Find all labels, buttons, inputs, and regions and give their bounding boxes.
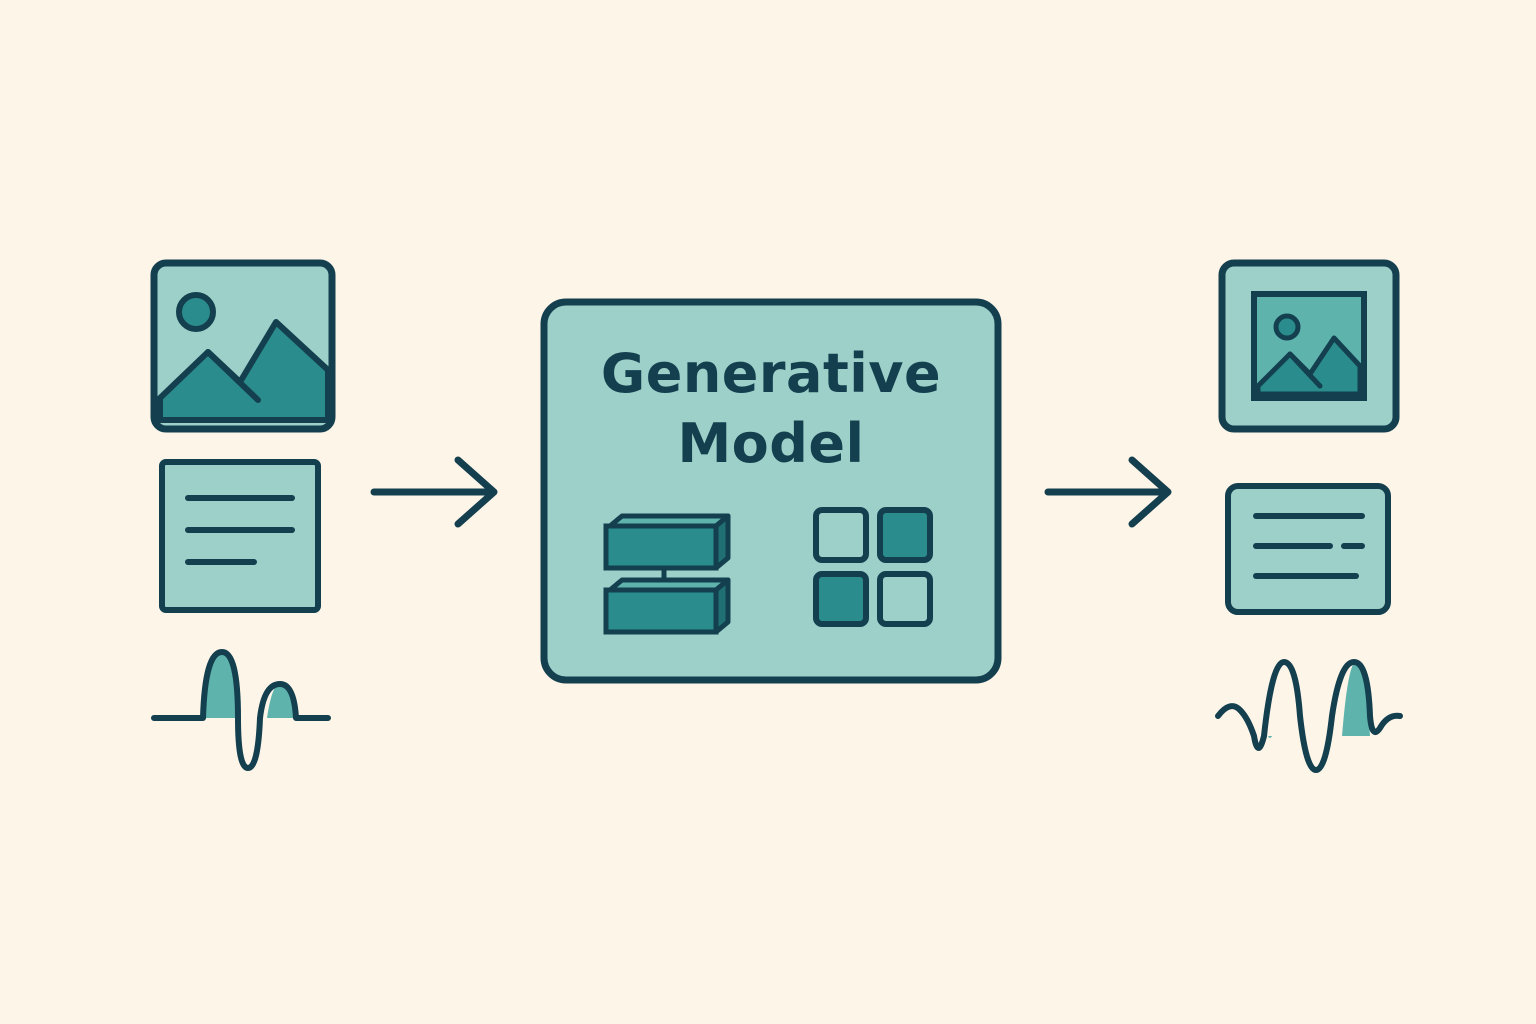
model-to-output-arrow — [1044, 456, 1172, 528]
input-group — [150, 259, 336, 771]
input-audio-waveform-icon — [151, 649, 331, 771]
generative-model-box: Generative Model — [540, 298, 1002, 684]
input-to-model-arrow — [370, 456, 498, 528]
input-image-sun-icon — [176, 292, 216, 332]
model-title-line1: Generative — [601, 342, 941, 405]
output-text-document-icon — [1225, 483, 1391, 615]
output-image-sun-icon — [1273, 313, 1301, 341]
output-image-icon — [1218, 259, 1400, 433]
model-title-line2: Model — [677, 412, 864, 475]
input-text-document-icon — [159, 459, 321, 613]
layer-stack-icon — [603, 513, 731, 635]
input-image-icon — [150, 259, 336, 433]
output-audio-waveform-icon — [1215, 659, 1403, 773]
output-group — [1215, 259, 1403, 773]
grid-icon — [813, 507, 933, 627]
